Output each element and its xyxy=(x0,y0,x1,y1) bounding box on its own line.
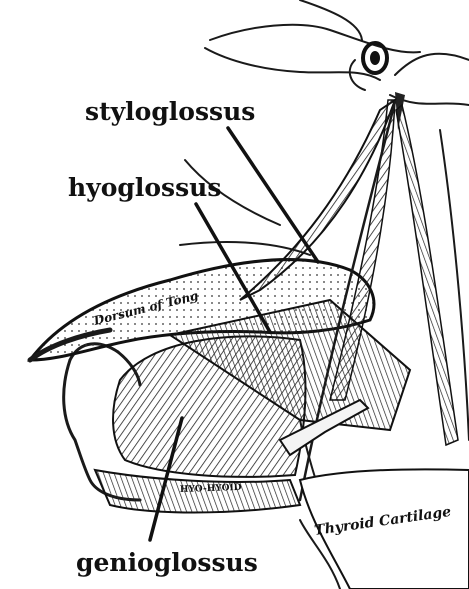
hyoglossus-label: hyoglossus xyxy=(68,173,221,202)
ear-canal xyxy=(350,43,387,90)
genioglossus-label: genioglossus xyxy=(76,548,258,577)
styloglossus-label: styloglossus xyxy=(85,97,255,126)
